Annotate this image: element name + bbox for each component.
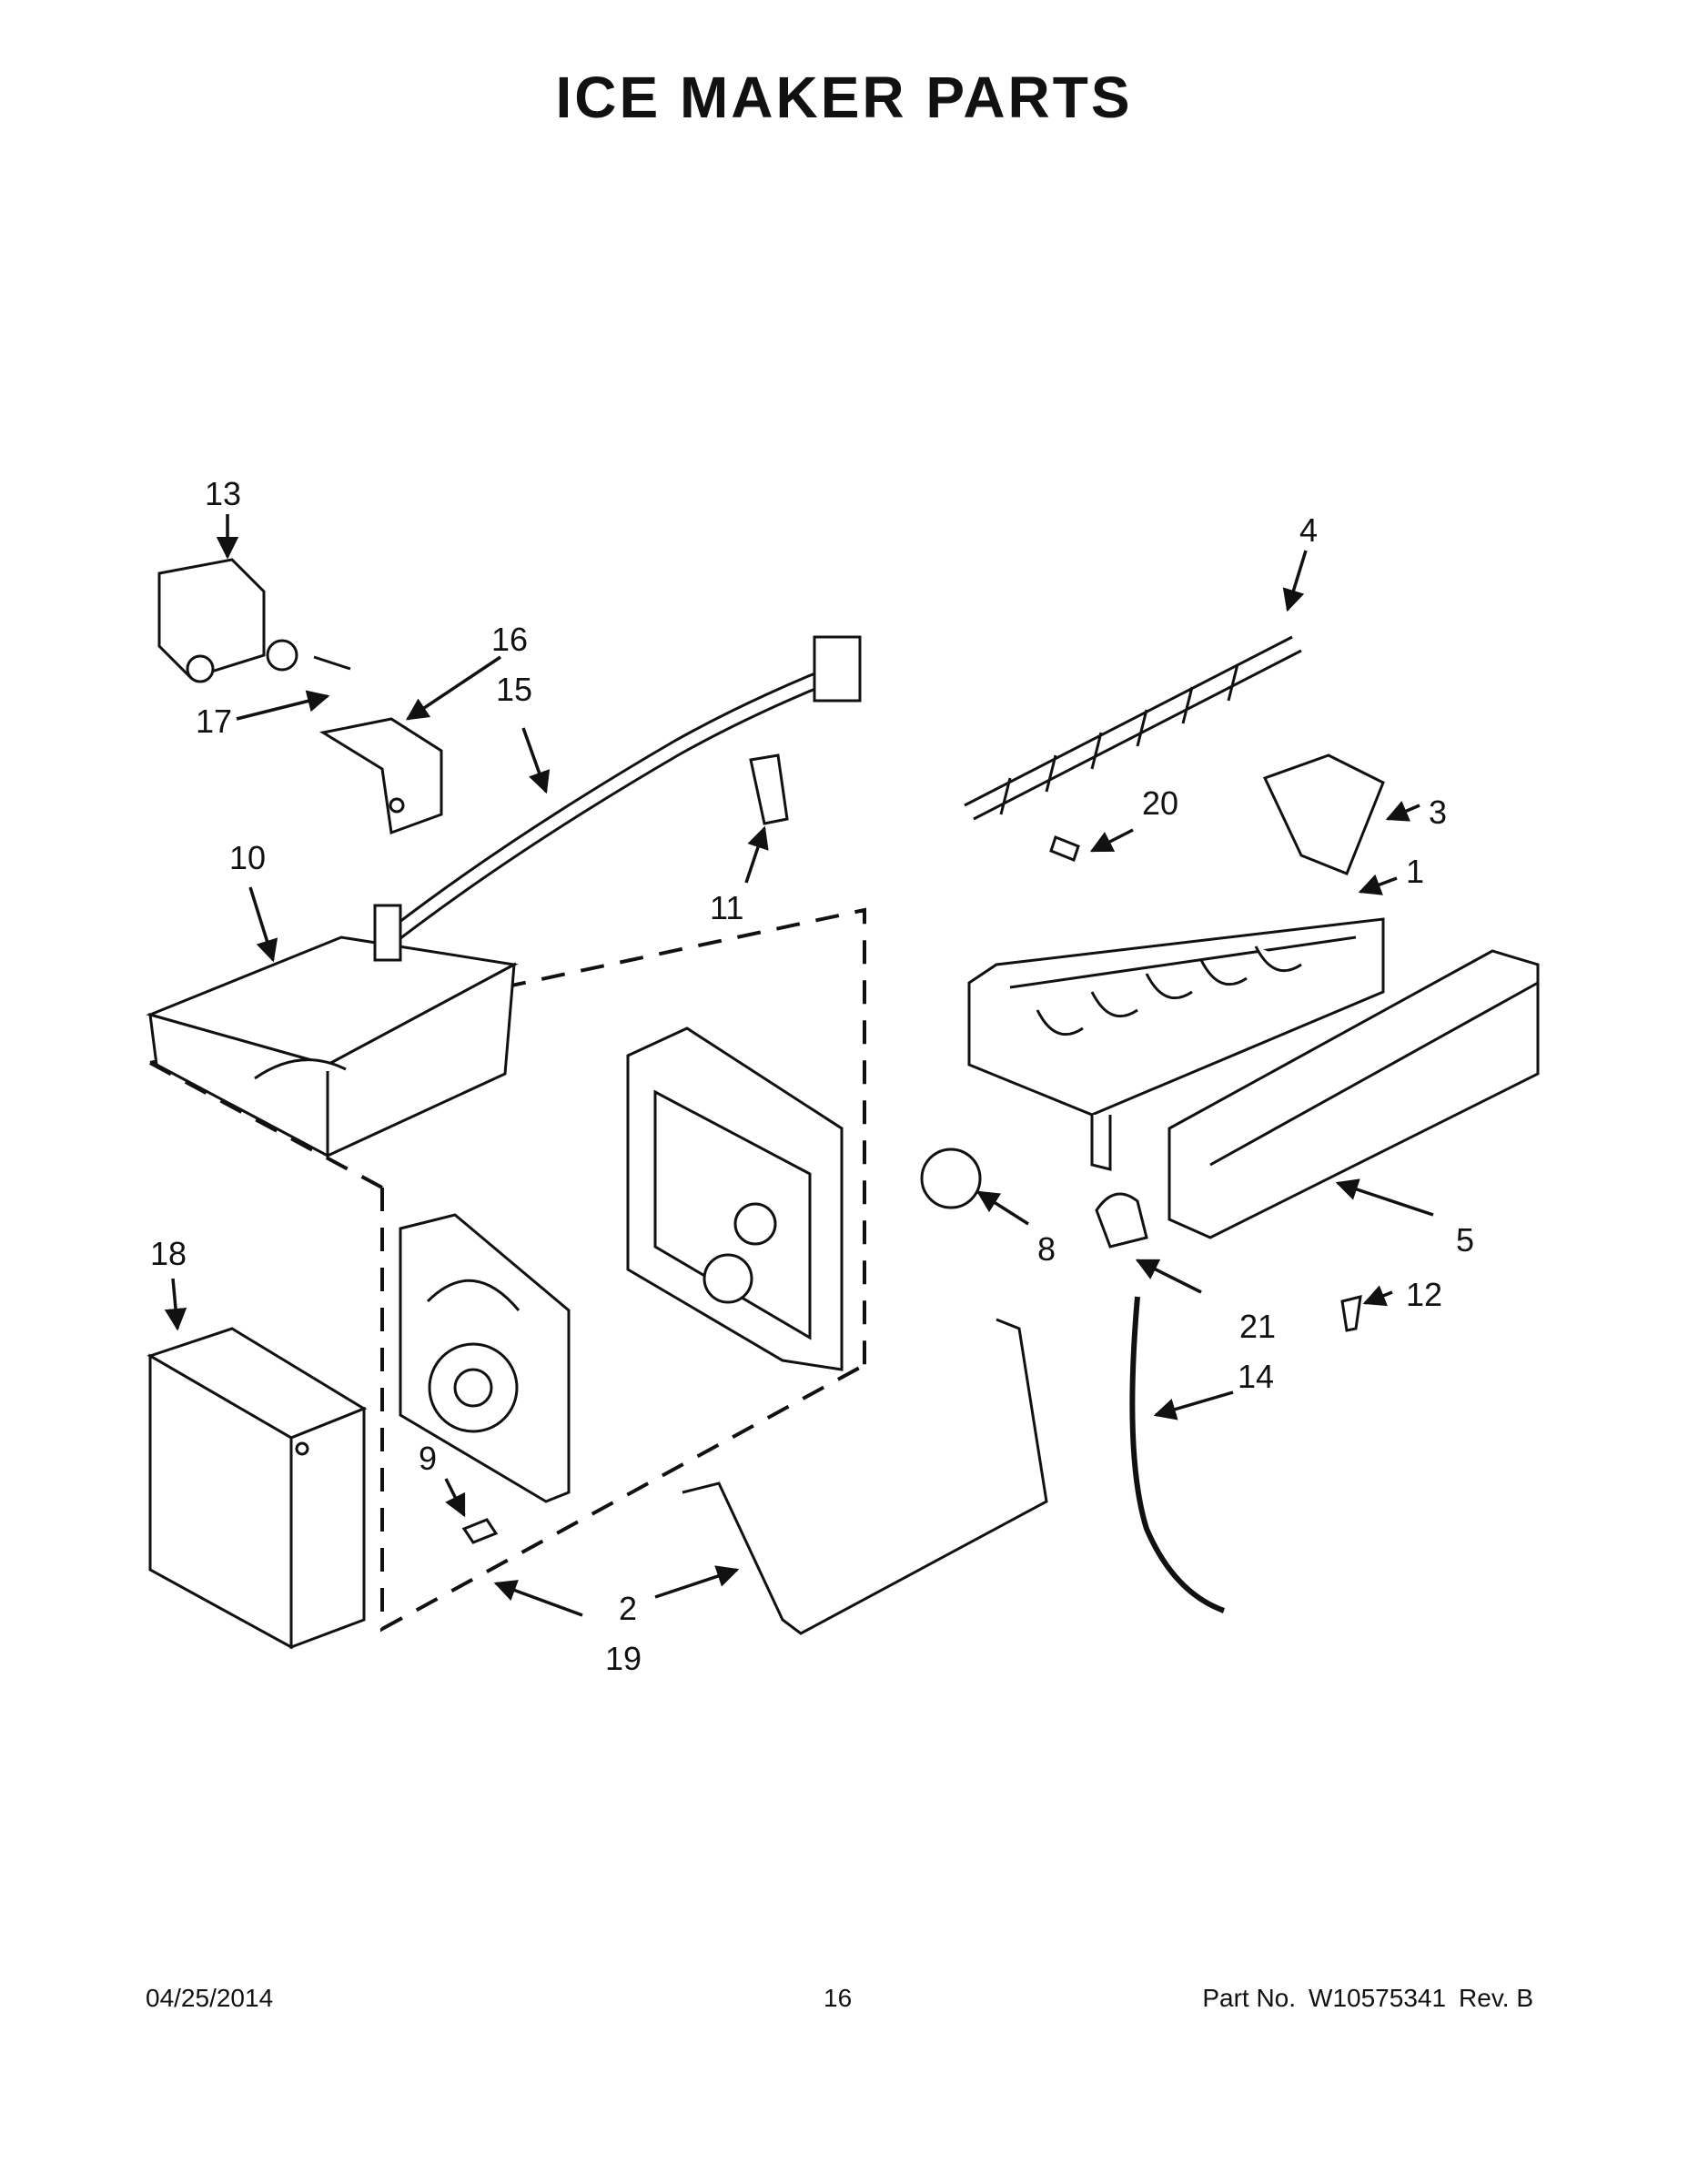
- part-number-label: Part No.: [1202, 1984, 1297, 2012]
- callout-3: 3: [1429, 794, 1447, 831]
- part-number-value: W10575341: [1309, 1984, 1447, 2012]
- control-housing: [626, 1026, 844, 1371]
- stripper: [1167, 949, 1540, 1239]
- water-valve: [157, 558, 351, 683]
- motor-module: [399, 1213, 571, 1503]
- ejector: [964, 635, 1302, 821]
- callout-19: 19: [605, 1640, 642, 1677]
- ice-mold: [967, 917, 1385, 1171]
- callout-20: 20: [1142, 784, 1178, 822]
- callout-21: 21: [1239, 1308, 1276, 1345]
- wire-harness: [373, 635, 862, 962]
- callout-labels: 13 4 16 15 17 10 11 20 3 1 5 8 21 12 14 …: [150, 475, 1474, 1677]
- callout-13: 12: [1406, 1276, 1442, 1313]
- footer-date: 04/25/2014: [146, 1984, 274, 2012]
- page-title: ICE MAKER PARTS: [555, 65, 1133, 130]
- callout-17: 17: [196, 703, 232, 740]
- footer-page-number: 16: [824, 1984, 853, 2012]
- ice-maker-cover: [147, 1327, 368, 1650]
- callout-4: 4: [1299, 511, 1318, 549]
- revision: Rev. B: [1459, 1984, 1533, 2012]
- callout-12: 13: [205, 475, 241, 512]
- callout-11: 11: [710, 889, 743, 926]
- callout-8: 8: [1037, 1230, 1056, 1268]
- callout-5: 5: [1456, 1221, 1474, 1259]
- fill-cup: [1262, 753, 1385, 875]
- callout-14: 14: [1238, 1358, 1274, 1395]
- callout-1: 1: [1406, 853, 1424, 890]
- callout-18: 18: [150, 1235, 187, 1272]
- harness-clip: [749, 753, 789, 825]
- callout-10: 10: [229, 839, 266, 876]
- footer-part-number: Part No. W10575341 Rev. B: [1189, 1984, 1533, 2013]
- callout-leaders: [164, 514, 1434, 1617]
- callout-2: 2: [619, 1590, 637, 1627]
- shutoff-arm: [682, 1318, 1048, 1635]
- small-parts: [461, 835, 1362, 1544]
- callout-16: 16: [491, 621, 528, 658]
- fill-tube: [1129, 1296, 1226, 1613]
- callout-15: 15: [496, 671, 532, 708]
- thermostat-bracket: [318, 717, 443, 835]
- callout-9: 9: [419, 1440, 437, 1477]
- ice-bin: [146, 935, 519, 1158]
